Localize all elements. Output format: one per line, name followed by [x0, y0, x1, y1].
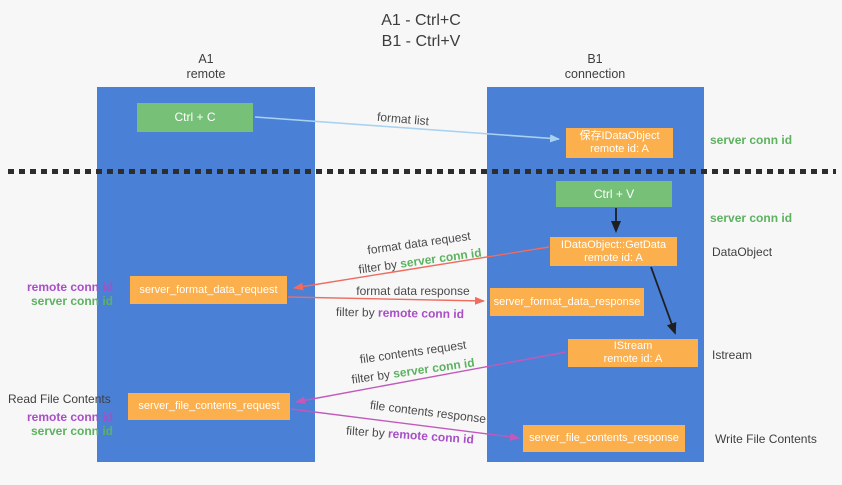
format-request-label: server_format_data_request — [139, 283, 278, 296]
title-line-1: A1 - Ctrl+C — [381, 12, 461, 29]
istream-box: IStream remote id: A — [568, 339, 698, 367]
column-header-b1: B1 connection — [515, 52, 675, 82]
ctrl-v-box: Ctrl + V — [556, 181, 672, 207]
server-conn-id-annotation-mid: server conn id — [710, 211, 793, 225]
title-line-2: B1 - Ctrl+V — [381, 33, 461, 50]
server-file-contents-response-box: server_file_contents_response — [523, 425, 685, 452]
ctrl-v-label: Ctrl + V — [593, 186, 635, 201]
istream-line2: remote id: A — [603, 353, 663, 365]
server-conn-id-annotation-left-2: server conn id — [30, 424, 113, 438]
column-b1-subtitle: connection — [564, 67, 626, 81]
remote-conn-id-annotation-left-2: remote conn id — [26, 410, 113, 424]
filter-by-text: filter by — [335, 304, 379, 320]
format-response-label: server_format_data_response — [493, 295, 641, 308]
column-header-a1: A1 remote — [126, 52, 286, 82]
server-conn-id-annotation-top: server conn id — [710, 133, 793, 147]
dataobject-annotation: DataObject — [712, 245, 773, 259]
ctrl-c-box: Ctrl + C — [137, 103, 253, 132]
format-data-response-label: format data response — [356, 284, 470, 298]
column-a1-subtitle: remote — [186, 67, 226, 81]
filter-by-remote-conn-id-label-1: filter by remote conn id — [336, 305, 464, 321]
column-b1-name: B1 — [587, 52, 603, 66]
istream-line1: IStream — [613, 340, 653, 352]
filter-by-text: filter by — [345, 423, 389, 441]
getdata-line1: IDataObject::GetData — [560, 238, 667, 251]
format-list-arrow — [254, 116, 560, 143]
getdata-to-istream-arrow — [650, 266, 677, 335]
column-a1-name: A1 — [198, 52, 214, 66]
file-request-label: server_file_contents_request — [138, 400, 280, 412]
save-idataobject-box: 保存IDataObject remote id: A — [566, 128, 673, 158]
dashed-divider — [8, 169, 836, 174]
format-data-request-arrow — [293, 246, 550, 291]
idataobject-getdata-box: IDataObject::GetData remote id: A — [550, 237, 677, 266]
server-format-data-response-box: server_format_data_response — [490, 288, 644, 316]
file-response-label: server_file_contents_response — [529, 432, 679, 444]
write-file-contents-annotation: Write File Contents — [715, 432, 817, 446]
remote-conn-id-text: remote conn id — [377, 305, 465, 322]
file-contents-response-arrow — [290, 408, 520, 441]
file-contents-request-arrow — [295, 351, 567, 405]
getdata-line2: remote id: A — [584, 251, 643, 264]
istream-annotation: Istream — [712, 348, 753, 362]
read-file-contents-annotation: Read File Contents — [8, 392, 111, 406]
server-format-data-request-box: server_format_data_request — [130, 276, 287, 304]
save-idataobject-line1: 保存IDataObject — [579, 130, 660, 142]
server-file-contents-request-box: server_file_contents_request — [128, 393, 290, 420]
save-idataobject-line2: remote id: A — [590, 143, 649, 155]
ctrl-c-label: Ctrl + C — [174, 110, 216, 124]
server-conn-id-annotation-left-1: server conn id — [30, 294, 113, 308]
remote-conn-id-annotation-left-1: remote conn id — [26, 280, 113, 294]
format-data-response-arrow — [287, 296, 485, 305]
diagram-title: A1 - Ctrl+C B1 - Ctrl+V — [331, 10, 511, 52]
